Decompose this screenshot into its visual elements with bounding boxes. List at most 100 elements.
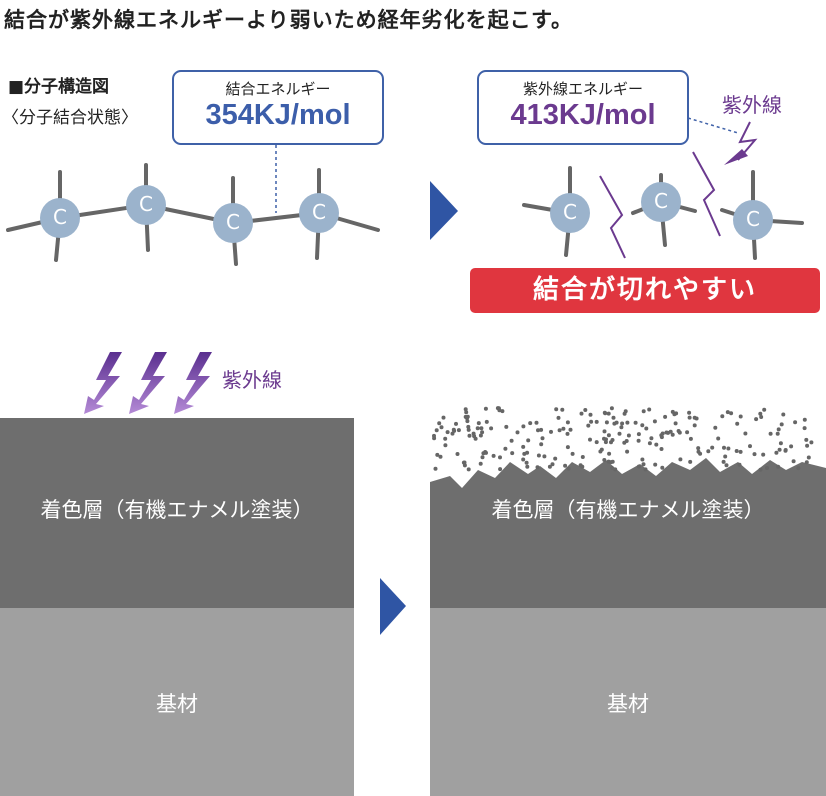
particle (641, 462, 646, 467)
particle (550, 462, 555, 467)
arrow-right-icon (380, 578, 406, 635)
uv-label: 紫外線 (722, 93, 782, 117)
connector-line (687, 117, 739, 134)
particle (644, 426, 649, 431)
particle (491, 453, 496, 458)
substrate-layer (0, 608, 354, 796)
particle (777, 447, 782, 452)
particle (483, 406, 488, 411)
particle (580, 455, 585, 459)
uv-label: 紫外線 (222, 368, 282, 392)
particle (720, 414, 725, 419)
particle (724, 463, 729, 468)
arrow-right-icon (430, 181, 458, 240)
particle (566, 466, 571, 471)
particle (480, 430, 485, 435)
particle (688, 459, 693, 464)
particle (607, 451, 612, 456)
particle (610, 438, 615, 442)
particle (432, 433, 436, 438)
particle (685, 430, 690, 435)
particle (710, 445, 715, 450)
particle (625, 420, 630, 425)
particle (781, 412, 786, 417)
particle (776, 427, 781, 432)
particle (525, 450, 530, 455)
particle (613, 467, 618, 472)
carbon-atom-label: C (53, 205, 67, 229)
particle (652, 419, 657, 424)
particle (525, 464, 530, 469)
particle (636, 432, 641, 437)
carbon-atom-label: C (139, 192, 153, 216)
particle (729, 411, 734, 416)
particle (465, 419, 470, 424)
particle (696, 449, 701, 454)
degraded-particles (432, 406, 814, 472)
particle (466, 467, 471, 472)
substrate-layer (430, 608, 826, 796)
bond-energy-value: 354KJ/mol (205, 99, 351, 131)
substrate-label: 基材 (607, 692, 649, 716)
particle (723, 454, 728, 459)
bond-break-banner: 結合が切れやすい (470, 268, 820, 313)
carbon-atom (550, 193, 590, 233)
particle (804, 460, 809, 465)
coating-label: 着色層（有機エナメル塗装） (40, 498, 314, 522)
carbon-atom-label: C (746, 207, 760, 231)
page-title: 結合が紫外線エネルギーより弱いため経年劣化を起こす。 (4, 8, 574, 32)
particle (435, 452, 440, 457)
particle (649, 436, 654, 441)
uv-energy-value: 413KJ/mol (510, 99, 656, 131)
particle (754, 417, 759, 422)
particle (696, 446, 701, 451)
particle (536, 428, 540, 433)
particle (759, 415, 764, 419)
particle (535, 465, 540, 470)
particle (602, 436, 606, 441)
particle (504, 424, 509, 429)
particle (721, 459, 726, 464)
particle (437, 421, 442, 426)
particle (626, 433, 631, 438)
particle (775, 431, 780, 436)
bond-energy-label: 結合エネルギー (225, 80, 331, 98)
particle (583, 408, 588, 412)
particle (606, 459, 611, 464)
particle (578, 463, 583, 468)
particle (673, 421, 678, 426)
particle (443, 443, 448, 448)
particle (602, 458, 607, 462)
particle (524, 460, 529, 465)
particle (594, 419, 599, 424)
particle (779, 422, 784, 427)
carbon-atom-label: C (654, 189, 668, 213)
carbon-atom (213, 203, 253, 243)
particle (483, 450, 488, 454)
particle (454, 421, 458, 426)
particle (620, 421, 625, 426)
particle (480, 455, 485, 460)
particle (594, 440, 599, 445)
particle (692, 423, 697, 428)
particle (624, 439, 629, 443)
particle (434, 428, 439, 433)
particle (768, 431, 773, 436)
particle (441, 415, 446, 420)
particle (526, 438, 531, 443)
particle (617, 431, 622, 436)
particle (443, 436, 448, 441)
particle (579, 411, 584, 416)
particle (776, 464, 781, 469)
particle (602, 429, 607, 434)
particle (565, 445, 570, 450)
particle (598, 449, 603, 454)
particle (536, 453, 541, 458)
structure-heading: ■分子構造図 (8, 77, 110, 97)
right-atoms (550, 182, 773, 240)
particle (500, 409, 505, 414)
substrate-label: 基材 (156, 692, 198, 716)
particle (464, 410, 469, 415)
particle (687, 415, 692, 420)
particle (478, 433, 483, 438)
